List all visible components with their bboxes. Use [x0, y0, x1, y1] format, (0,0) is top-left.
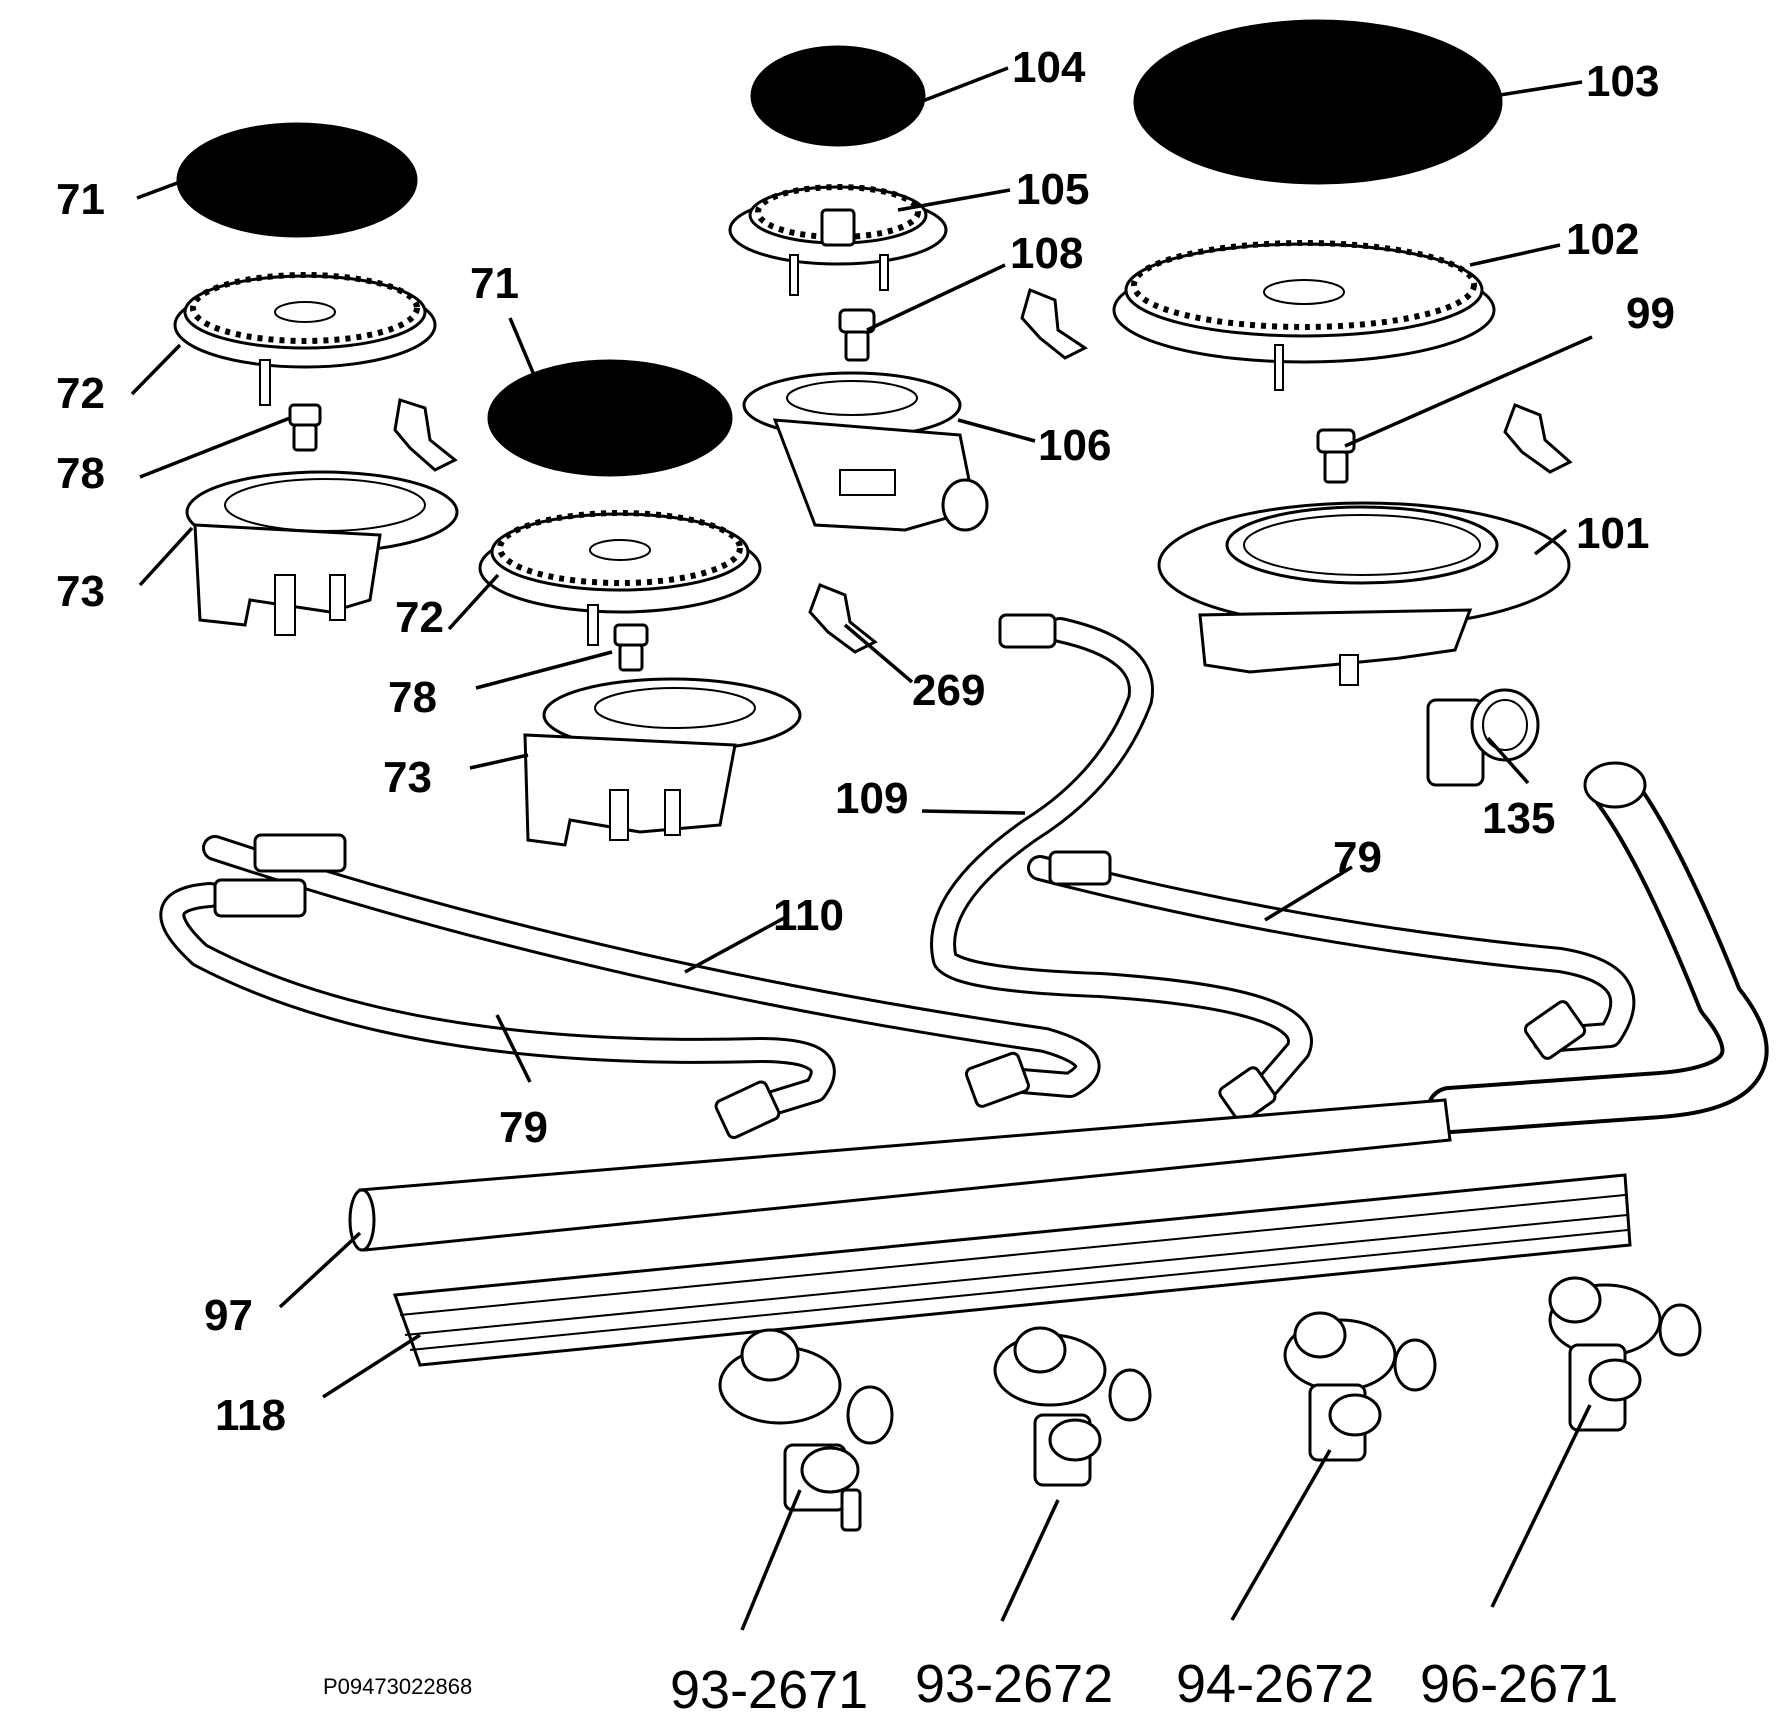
elbow-fitting-135 — [1426, 688, 1540, 787]
large-pipe-right — [1426, 761, 1769, 1134]
burner-cap-71-center — [487, 359, 733, 477]
drawing-code: P09473022868 — [323, 1674, 472, 1699]
valve-label-94-2672: 94-2672 — [1176, 1654, 1374, 1714]
flame-spreader-105 — [728, 184, 948, 296]
leader-lines — [130, 66, 1593, 1631]
callout-73-center: 73 — [383, 753, 432, 802]
callout-73-left: 73 — [56, 567, 105, 616]
clip-right — [1503, 403, 1573, 474]
valve-label-93-2671: 93-2671 — [670, 1660, 868, 1720]
gas-tube-109 — [930, 613, 1313, 1124]
callout-109: 109 — [835, 774, 908, 823]
callout-78-left: 78 — [56, 449, 105, 498]
burner-base-101 — [1157, 501, 1571, 686]
injector-99 — [1316, 428, 1356, 484]
callout-79-right: 79 — [1333, 833, 1382, 882]
callout-101: 101 — [1576, 509, 1649, 558]
gas-manifold-97 — [348, 1098, 1452, 1252]
injector-78-left — [288, 403, 322, 452]
callout-103: 103 — [1586, 57, 1659, 106]
callout-102: 102 — [1566, 215, 1639, 264]
callout-71-left: 71 — [56, 175, 105, 224]
gas-tube-79-left — [159, 878, 836, 1140]
gas-valve-93-2672 — [993, 1326, 1152, 1487]
mounting-rail-118 — [392, 1173, 1632, 1367]
callout-106: 106 — [1038, 421, 1111, 470]
flame-spreader-72-center — [478, 510, 762, 646]
callout-72-left: 72 — [56, 369, 105, 418]
burner-cap-104 — [750, 45, 926, 147]
gas-valve-96-2671 — [1548, 1276, 1702, 1432]
callout-110: 110 — [773, 891, 844, 940]
valve-label-93-2672: 93-2672 — [915, 1654, 1113, 1714]
burner-cap-71-left — [176, 122, 418, 238]
callout-104: 104 — [1012, 43, 1086, 92]
callout-108: 108 — [1010, 229, 1083, 278]
callout-135: 135 — [1482, 794, 1555, 843]
burner-base-73-center — [523, 677, 802, 847]
injector-108 — [838, 308, 876, 362]
valve-label-96-2671: 96-2671 — [1420, 1654, 1618, 1714]
gas-tube-110 — [202, 833, 1101, 1108]
burner-base-73-left — [185, 470, 459, 636]
gas-valve-93-2671 — [718, 1328, 894, 1532]
callout-118: 118 — [215, 1391, 286, 1440]
gas-tube-79-right — [1027, 850, 1636, 1060]
burner-base-106 — [742, 371, 989, 532]
burner-cap-103 — [1133, 19, 1503, 185]
flame-spreader-72-left — [173, 272, 437, 406]
clip-left — [393, 398, 458, 472]
injector-78-center — [613, 623, 649, 672]
callout-105: 105 — [1016, 165, 1089, 214]
callout-269: 269 — [912, 666, 985, 715]
callout-79-left: 79 — [499, 1103, 548, 1152]
flame-spreader-102 — [1112, 240, 1496, 391]
clip-center — [1020, 287, 1088, 360]
gas-valve-94-2672 — [1283, 1311, 1437, 1462]
callout-78-center: 78 — [388, 673, 437, 722]
callout-72-center: 72 — [395, 593, 444, 642]
callout-71-center: 71 — [470, 259, 519, 308]
callout-99: 99 — [1626, 289, 1675, 338]
callout-97: 97 — [204, 1291, 253, 1340]
